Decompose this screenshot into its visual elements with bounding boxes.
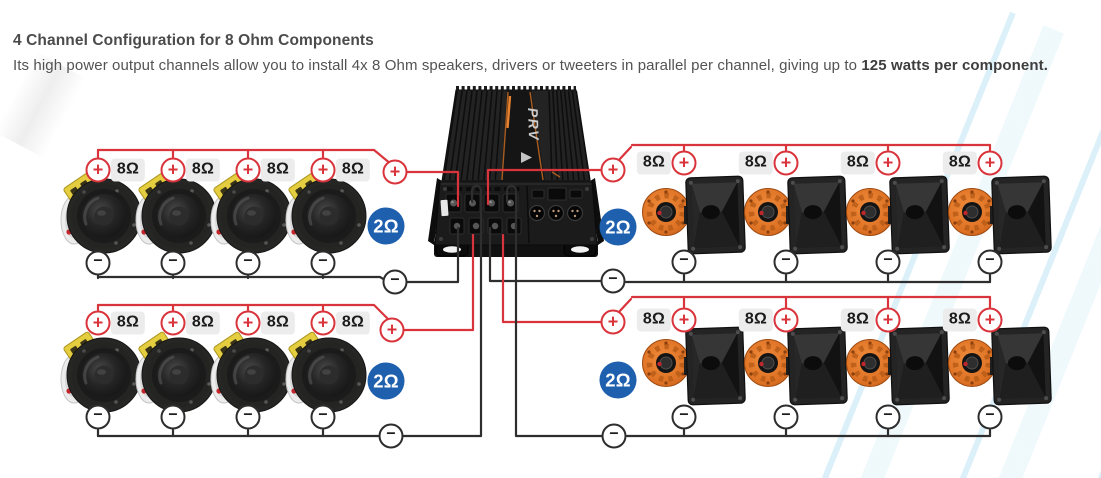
horn-tweeter [949,176,1052,254]
positive-wire [682,143,992,152]
negative-wire [405,226,460,284]
cone-speaker [59,329,143,414]
cone-speaker [284,329,368,414]
negative-wire [505,184,604,438]
positive-wire [501,233,603,324]
cone-speaker [284,170,368,255]
page-title: 4 Channel Configuration for 8 Ohm Compon… [13,32,374,49]
page-subtitle: Its high power output channels allow you… [13,57,1093,74]
horn-tweeter [847,176,950,254]
cone-speaker [134,170,218,255]
horn-tweeter [847,327,950,405]
negative-wire [96,428,325,438]
positive-wire [486,168,603,206]
cone-speaker [59,170,143,255]
subtitle-text: Its high power output channels allow you… [13,57,858,74]
positive-wire [402,233,475,332]
positive-wire [616,145,633,163]
cone-speaker [209,170,293,255]
horn-tweeter [745,176,848,254]
subtitle-highlight: 125 watts per component. [861,57,1048,74]
horn-tweeter [745,327,848,405]
negative-wire [488,226,603,283]
horn-tweeter [949,327,1052,405]
cone-speaker [209,329,293,414]
positive-wire [682,295,992,309]
negative-wire [682,273,992,284]
amplifier: PRV [428,86,604,257]
positive-wire [96,303,392,323]
amp-brand-logo: PRV [525,108,542,142]
header: 4 Channel Configuration for 8 Ohm Compon… [13,32,1093,74]
negative-wire [401,184,483,438]
horn-tweeter [643,176,746,254]
negative-wire [682,428,992,438]
negative-wire [96,275,387,282]
positive-wire [405,170,460,208]
positive-wire [96,148,393,166]
negative-wire [96,274,325,280]
cone-speaker [134,329,218,414]
horn-tweeter [643,327,746,405]
positive-wire [96,303,325,312]
positive-wire [616,297,633,315]
positive-wire [96,148,325,159]
